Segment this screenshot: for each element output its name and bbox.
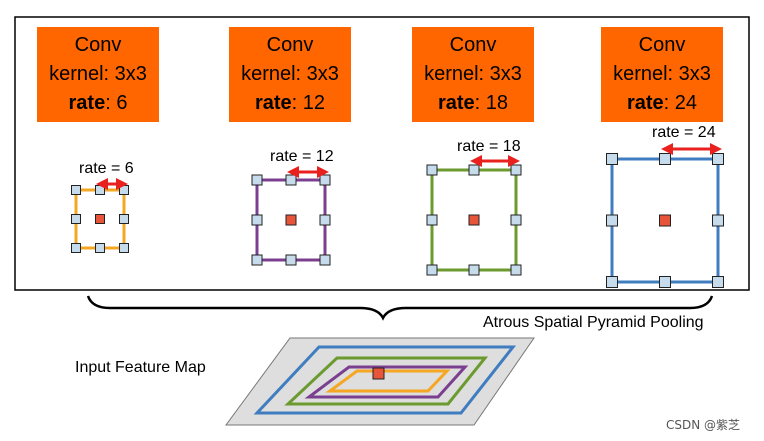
conv-box-rate-24: Conv kernel: 3x3 rate: 24: [601, 27, 723, 122]
kernel-grid-1: [71, 178, 129, 253]
kernel-cell: [251, 254, 263, 266]
aspp-label: Atrous Spatial Pyramid Pooling: [483, 314, 704, 331]
kernel-cell: [71, 214, 81, 224]
input-feature-map-label: Input Feature Map: [75, 359, 206, 376]
conv-title: Conv: [74, 34, 122, 56]
conv-kernel: kernel: 3x3: [424, 63, 522, 85]
aspp-brace: [86, 295, 714, 321]
conv-kernel: kernel: 3x3: [613, 63, 711, 85]
kernel-cell: [119, 243, 129, 253]
conv-title: Conv: [449, 34, 497, 56]
center-cell: [468, 214, 480, 226]
kernel-cell: [319, 214, 331, 226]
kernel-cell: [71, 243, 81, 253]
conv-rate-word: rate: [254, 92, 292, 114]
conv-rate-word: rate: [626, 92, 664, 114]
kernel-cell: [426, 264, 438, 276]
conv-kernel: kernel: 3x3: [241, 63, 339, 85]
kernel-cell: [426, 214, 438, 226]
kernel-cell: [606, 276, 618, 288]
conv-box-rate-6: Conv kernel: 3x3 rate: 6: [37, 27, 159, 122]
kernel-cell: [251, 214, 263, 226]
conv-rate-value: : 6: [105, 92, 128, 114]
watermark: CSDN @紫芝: [666, 418, 741, 432]
kernel-cell: [468, 164, 480, 176]
kernel-cell: [468, 264, 480, 276]
kernel-cell: [71, 185, 81, 195]
center-cell: [659, 214, 671, 227]
kernel-cell: [426, 164, 438, 176]
kernel-cell: [712, 276, 724, 288]
conv-kernel: kernel: 3x3: [49, 63, 147, 85]
kernel-cell: [95, 243, 105, 253]
kernel-grid-2: [251, 166, 331, 266]
kernel-cell: [119, 214, 129, 224]
rate-label-12: rate = 12: [270, 148, 334, 165]
conv-rate-word: rate: [68, 92, 106, 114]
kernel-cell: [95, 185, 105, 195]
conv-title: Conv: [638, 34, 686, 56]
kernel-cell: [712, 214, 724, 227]
kernel-cell: [606, 214, 618, 227]
center-cell: [95, 214, 105, 224]
kernel-cell: [659, 276, 671, 288]
kernel-cell: [712, 153, 724, 165]
kernel-grid-3: [426, 155, 522, 276]
conv-title: Conv: [266, 34, 314, 56]
kernel-cell: [119, 185, 129, 195]
kernel-cell: [659, 153, 671, 165]
rate-label-18: rate = 18: [457, 138, 521, 155]
conv-rate-value: : 12: [291, 92, 326, 114]
kernel-cell: [510, 264, 522, 276]
conv-box-rate-12: Conv kernel: 3x3 rate: 12: [229, 27, 351, 122]
kernel-cell: [319, 254, 331, 266]
center-cell: [285, 214, 297, 226]
kernel-cell: [510, 164, 522, 176]
kernel-cell: [285, 254, 297, 266]
rate-label-6: rate = 6: [79, 160, 134, 177]
kernel-cell: [606, 153, 618, 165]
dilation-grids: [71, 143, 724, 288]
conv-rate-word: rate: [437, 92, 475, 114]
conv-box-rate-18: Conv kernel: 3x3 rate: 18: [412, 27, 534, 122]
rate-label-24: rate = 24: [652, 124, 716, 141]
kernel-grid-4: [606, 143, 724, 288]
nested-receptive-fields: [253, 345, 517, 415]
kernel-cell: [251, 174, 263, 186]
kernel-cell: [285, 174, 297, 186]
kernel-cell: [510, 214, 522, 226]
kernel-cell: [319, 174, 331, 186]
conv-rate-value: : 24: [663, 92, 698, 114]
conv-rate-value: : 18: [474, 92, 509, 114]
